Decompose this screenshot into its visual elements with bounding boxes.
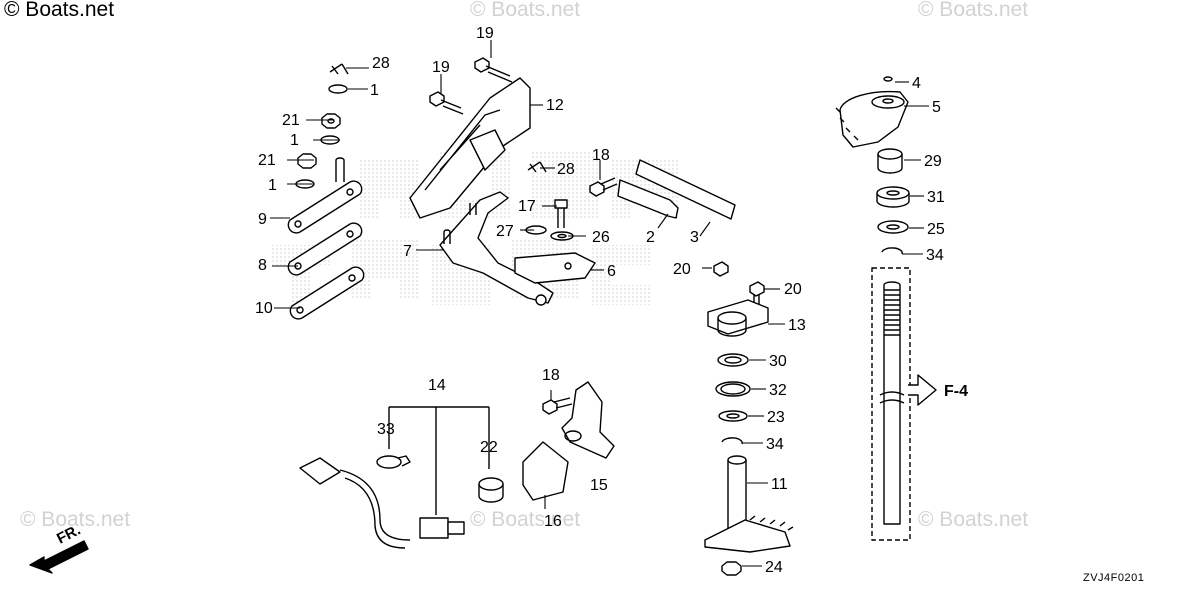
callout: 25: [927, 221, 945, 238]
circlip-part-34: [721, 437, 743, 445]
clamp-part-33: [376, 455, 411, 469]
callout: 32: [769, 382, 787, 399]
callout: 1: [290, 132, 299, 149]
holder-part-13: [707, 299, 769, 337]
watermark: © Boats.net: [918, 508, 1029, 531]
callout: 13: [788, 317, 806, 334]
bracket-part-12: [409, 77, 531, 219]
callout: 7: [403, 243, 412, 260]
copyright-notice: © Boats.net: [4, 0, 115, 21]
callout: 34: [926, 247, 944, 264]
callout: 19: [476, 25, 494, 42]
callout: 17: [518, 198, 536, 215]
callout-labels: 28 1 21 1 21 1 9 8 10 19 19 12 7 18 28 1…: [54, 25, 968, 576]
circlip-part-34: [881, 247, 903, 255]
callout: 3: [690, 229, 699, 246]
plate-part-6: [514, 252, 596, 284]
callout: 21: [258, 152, 276, 169]
callout: 5: [932, 99, 941, 116]
callout: 30: [769, 353, 787, 370]
callout: 19: [432, 59, 450, 76]
clip-part-28: [329, 63, 349, 75]
callout: 1: [268, 177, 277, 194]
diagram-code: ZVJ4F0201: [1083, 572, 1145, 584]
ring-part-22: [478, 477, 504, 503]
pin-part-4: [883, 76, 893, 82]
bolt-part-20: [749, 281, 765, 304]
direction-arrow-icon: [29, 540, 89, 574]
callout: 28: [557, 161, 575, 178]
bracket-part-15: [561, 381, 615, 459]
bushing-part-29: [877, 148, 903, 174]
bolt-part-18: [589, 177, 618, 197]
callout: 1: [370, 82, 379, 99]
washer-part-31: [876, 186, 910, 208]
gear-part-5: [835, 90, 909, 148]
callout: 24: [765, 559, 783, 576]
reference-arrow: [908, 374, 937, 406]
bolt-part-17: [554, 199, 568, 228]
sensor-part-14: [299, 457, 465, 549]
watermark: © Boats.net: [20, 508, 131, 531]
callout: 2: [646, 229, 655, 246]
callout: 8: [258, 257, 267, 274]
bolt-part-19: [474, 57, 513, 83]
plate-part-10: [289, 266, 365, 320]
bolt-part-18: [542, 397, 573, 415]
ring-part-32: [715, 381, 751, 397]
shaft-assembly-box: [871, 267, 911, 541]
shaft-gear-part-11: [704, 455, 794, 553]
watermark: © Boats.net: [470, 508, 581, 531]
callout: 18: [542, 367, 560, 384]
callout: 12: [546, 97, 564, 114]
callout: 27: [496, 223, 514, 240]
callout: 23: [767, 409, 785, 426]
nut-part-24: [721, 561, 742, 576]
nut-part-21: [297, 153, 317, 169]
watermark: © Boats.net: [470, 0, 581, 21]
washer-part-1: [328, 84, 348, 94]
callout: 11: [771, 476, 788, 493]
plate-part-8: [287, 222, 363, 276]
nut-part-21: [321, 113, 341, 129]
bolt-part-20: [713, 261, 729, 277]
washer-part-25: [877, 220, 909, 234]
leader-lines: [270, 40, 929, 567]
callout: 22: [480, 439, 498, 456]
callout: 4: [912, 75, 921, 92]
seal-part-30: [717, 353, 749, 367]
cover-part-16: [522, 441, 569, 501]
callout: 26: [592, 229, 610, 246]
callout: 20: [784, 281, 802, 298]
callout: 9: [258, 211, 267, 228]
callout: 15: [590, 477, 608, 494]
reference-label: F-4: [944, 383, 968, 400]
callout: 18: [592, 147, 610, 164]
plate-part-9: [287, 180, 363, 234]
bolt-part-19: [429, 91, 464, 115]
link-part-2: [617, 179, 679, 219]
callout: 31: [927, 189, 945, 206]
callout: 34: [766, 436, 784, 453]
callout: 6: [607, 263, 616, 280]
washer-part-23: [718, 410, 748, 422]
callout: 16: [544, 513, 562, 530]
callout-bracket-14: [388, 406, 490, 515]
callout: 10: [255, 300, 273, 317]
callout: 21: [282, 112, 300, 129]
callout: 33: [377, 421, 395, 438]
watermark: © Boats.net: [918, 0, 1029, 21]
stud: [335, 157, 345, 182]
rod-part-3: [635, 159, 736, 220]
callout: 29: [924, 153, 942, 170]
shaft: [879, 281, 905, 525]
callout: 20: [673, 261, 691, 278]
callout: 14: [428, 377, 446, 394]
clip-part-28: [527, 161, 547, 173]
callout: 28: [372, 55, 390, 72]
